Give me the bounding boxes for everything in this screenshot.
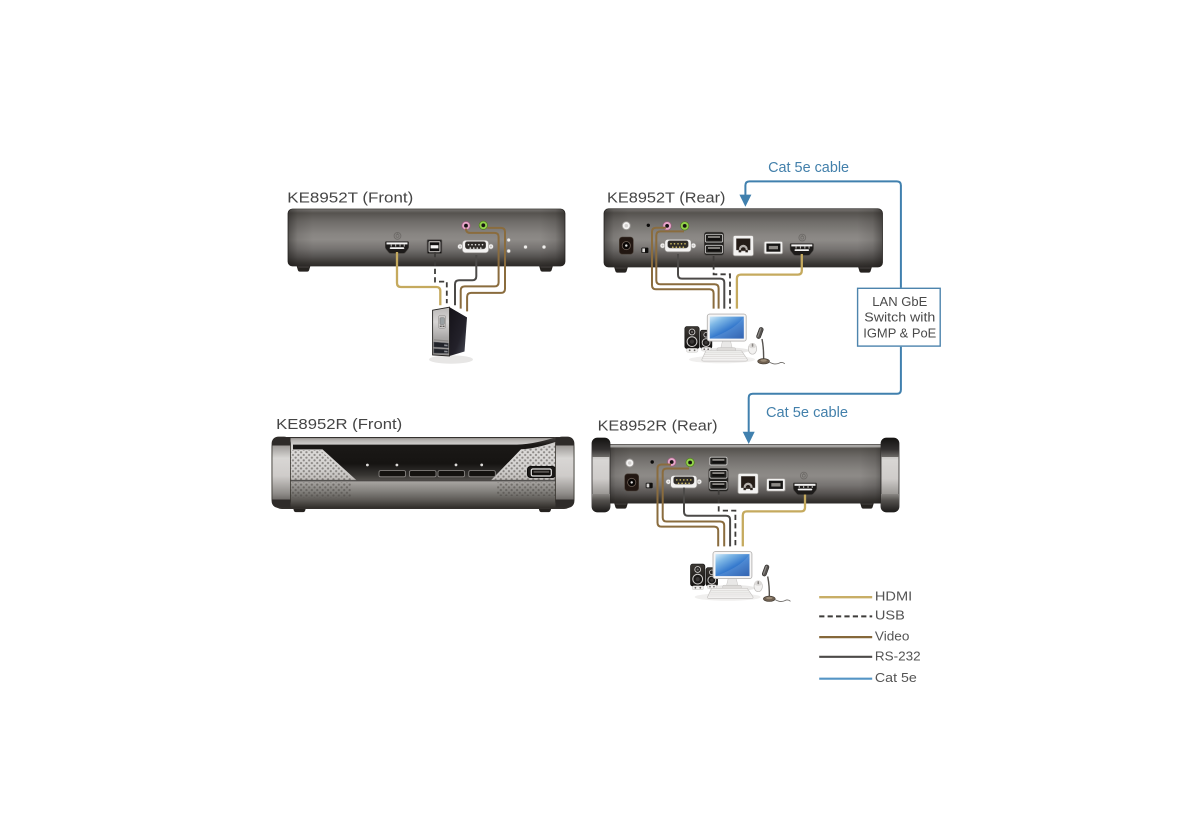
svg-text:KE8952T (Front): KE8952T (Front) bbox=[287, 189, 413, 206]
svg-text:Cat 5e cable: Cat 5e cable bbox=[768, 159, 849, 176]
svg-text:KE8952T (Rear): KE8952T (Rear) bbox=[607, 189, 726, 206]
svg-text:KE8952R (Front): KE8952R (Front) bbox=[276, 416, 402, 433]
svg-text:Video: Video bbox=[875, 630, 910, 644]
svg-text:HDMI: HDMI bbox=[875, 590, 912, 604]
svg-text:Cat 5e: Cat 5e bbox=[875, 671, 917, 685]
svg-text:KE8952R (Rear): KE8952R (Rear) bbox=[598, 418, 718, 435]
svg-text:Switch with: Switch with bbox=[864, 310, 935, 324]
svg-text:LAN GbE: LAN GbE bbox=[872, 295, 927, 309]
svg-text:RS-232: RS-232 bbox=[875, 649, 921, 663]
svg-text:IGMP & PoE: IGMP & PoE bbox=[863, 327, 936, 341]
svg-text:Cat 5e cable: Cat 5e cable bbox=[766, 404, 848, 421]
svg-text:USB: USB bbox=[875, 609, 905, 623]
